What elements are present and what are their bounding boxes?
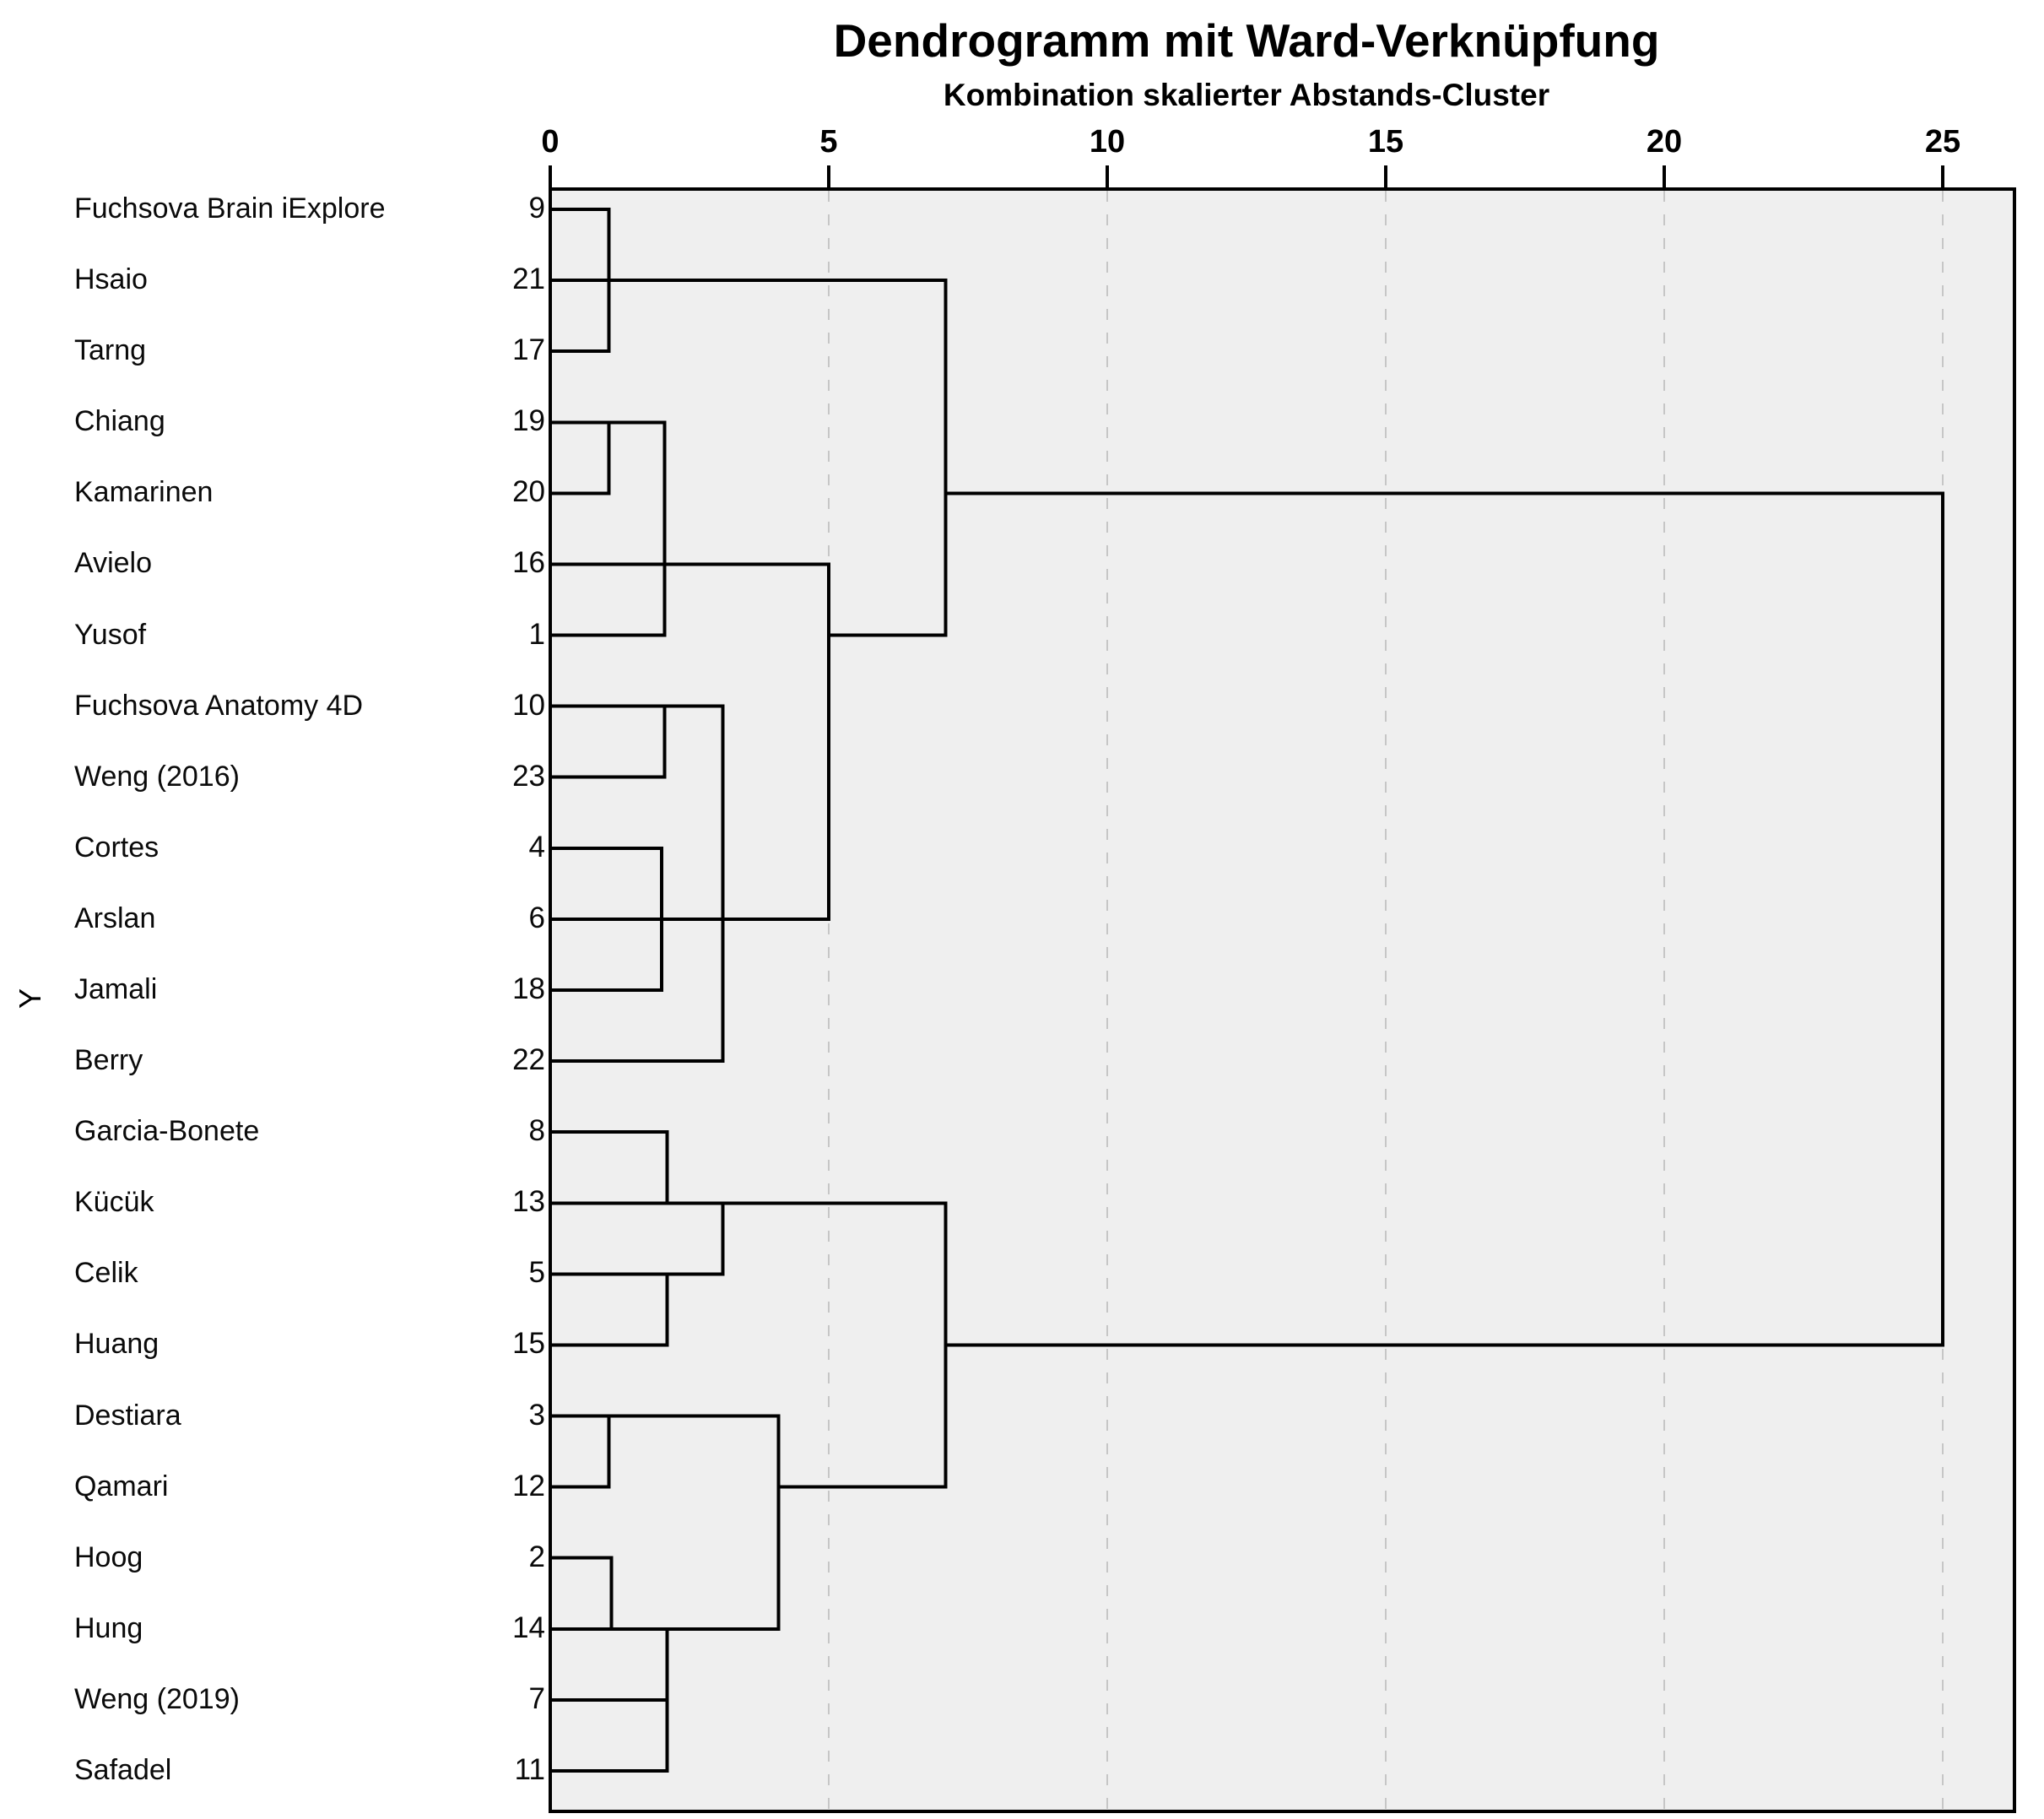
plot-background: [550, 189, 2014, 1811]
leaf-case-number-7: 7: [528, 1681, 545, 1715]
leaf-name-3: Destiara: [74, 1399, 181, 1432]
leaf-name-22: Berry: [74, 1044, 143, 1077]
leaf-case-number-1: 1: [528, 617, 545, 651]
leaf-name-19: Chiang: [74, 405, 165, 438]
leaf-case-number-8: 8: [528, 1114, 545, 1148]
leaf-case-number-23: 23: [512, 759, 545, 793]
x-tick-label-10: 10: [1090, 124, 1125, 160]
x-tick-label-0: 0: [541, 124, 559, 160]
leaf-case-number-13: 13: [512, 1185, 545, 1219]
leaf-case-number-14: 14: [512, 1611, 545, 1644]
leaf-name-4: Cortes: [74, 831, 160, 863]
leaf-name-14: Hung: [74, 1611, 143, 1644]
leaf-case-number-18: 18: [512, 972, 545, 1005]
chart-subtitle: Kombination skalierter Abstands-Cluster: [943, 78, 1550, 112]
leaf-name-7: Weng (2019): [74, 1682, 240, 1715]
leaf-case-number-3: 3: [528, 1398, 545, 1432]
leaf-case-number-16: 16: [512, 546, 545, 580]
plot-frame: [549, 187, 2016, 1813]
leaf-name-8: Garcia-Bonete: [74, 1115, 260, 1148]
leaf-name-18: Jamali: [74, 972, 158, 1005]
leaf-name-10: Fuchsova Anatomy 4D: [74, 689, 364, 722]
leaf-name-13: Kücük: [74, 1186, 154, 1219]
leaf-name-6: Arslan: [74, 901, 156, 934]
leaf-name-16: Avielo: [74, 547, 152, 580]
leaf-name-2: Hoog: [74, 1540, 143, 1573]
leaf-case-number-6: 6: [528, 901, 545, 934]
chart-title: Dendrogramm mit Ward-Verknüpfung: [833, 14, 1660, 67]
leaf-case-number-20: 20: [512, 475, 545, 509]
leaf-case-number-22: 22: [512, 1043, 545, 1077]
leaf-case-number-21: 21: [512, 263, 545, 296]
leaf-name-9: Fuchsova Brain iExplore: [74, 192, 386, 225]
leaf-name-21: Hsaio: [74, 263, 148, 296]
leaf-name-23: Weng (2016): [74, 760, 240, 793]
x-tick-label-5: 5: [819, 124, 837, 160]
x-tick-label-25: 25: [1925, 124, 1960, 160]
leaf-case-number-19: 19: [512, 404, 545, 438]
leaf-case-number-2: 2: [528, 1540, 545, 1573]
x-tick-label-20: 20: [1647, 124, 1682, 160]
leaf-case-number-9: 9: [528, 192, 545, 225]
leaf-name-5: Celik: [74, 1257, 138, 1290]
leaf-name-11: Safadel: [74, 1753, 172, 1786]
leaf-name-20: Kamarinen: [74, 476, 214, 509]
leaf-case-number-11: 11: [514, 1752, 545, 1786]
leaf-case-number-5: 5: [528, 1256, 545, 1290]
leaf-name-15: Huang: [74, 1328, 160, 1361]
leaf-name-17: Tarng: [74, 334, 147, 367]
x-tick-label-15: 15: [1368, 124, 1403, 160]
leaf-name-12: Qamari: [74, 1470, 169, 1502]
leaf-case-number-15: 15: [512, 1327, 545, 1361]
leaf-case-number-12: 12: [512, 1469, 545, 1502]
leaf-case-number-10: 10: [512, 688, 545, 722]
leaf-name-1: Yusof: [74, 618, 147, 651]
leaf-case-number-4: 4: [528, 830, 545, 863]
leaf-case-number-17: 17: [512, 333, 545, 367]
